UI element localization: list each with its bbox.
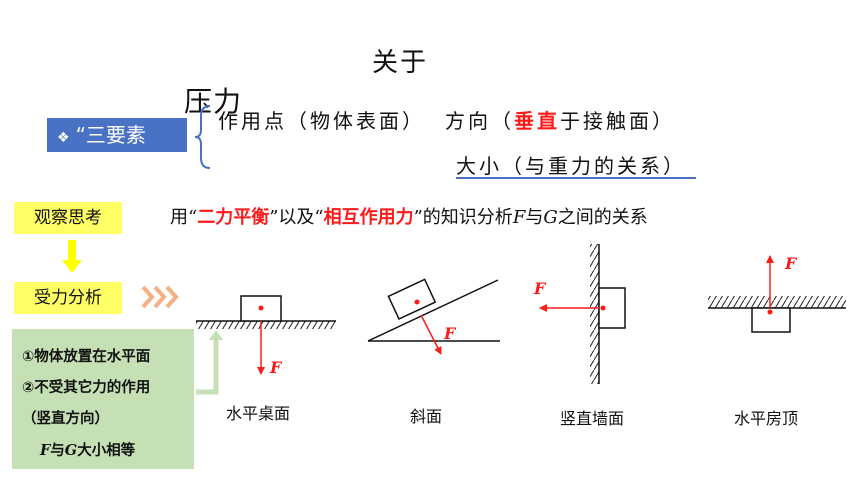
element-point: 作用点（物体表面） <box>218 109 425 133</box>
element-direction-prefix: 方向（ <box>445 109 514 133</box>
cond-with: 与 <box>50 443 65 459</box>
cond-var-g: G <box>64 442 78 459</box>
title-line-1: 关于 <box>372 48 429 78</box>
caption-incline: 斜面 <box>410 407 443 426</box>
element-size: 大小（与重力的关系） <box>456 154 686 178</box>
figure-vertical-wall: F <box>533 244 626 384</box>
condition-1: ①物体放置在水平面 <box>22 349 151 365</box>
force-label-2: F <box>443 324 457 343</box>
diamond-icon: ❖ <box>57 130 70 146</box>
title-line-2: 压力 <box>184 85 243 118</box>
curly-brace-icon <box>194 105 211 169</box>
desc-var-f: F <box>512 207 526 228</box>
observe-description: 用“二力平衡”以及“相互作用力”的知识分析F与G之间的关系 <box>170 203 648 229</box>
condition-3: （竖直方向） <box>22 411 109 427</box>
desc-suffix2: 之间的关系 <box>557 207 648 228</box>
badge-text: “三要素 <box>75 123 146 147</box>
connector-arrow-head <box>209 330 223 340</box>
figure-incline: F <box>367 278 500 355</box>
figure-horizontal-table: F <box>196 295 336 377</box>
force-analysis-label: 受力分析 <box>14 282 122 314</box>
desc-suffix1: ”的知识分析 <box>413 207 513 228</box>
conditions-box: ①物体放置在水平面 ②不受其它力的作用 （竖直方向） F与G大小相等 <box>12 329 194 469</box>
three-elements-badge: ❖ “三要素 <box>47 118 187 152</box>
size-underline <box>456 177 696 179</box>
figure-ceiling: F <box>708 254 846 333</box>
desc-var-g: G <box>543 207 558 228</box>
element-direction-emphasis: 垂直 <box>514 109 560 133</box>
element-point-and-direction: 作用点（物体表面） 方向（垂直于接触面） <box>218 105 675 134</box>
force-label-1: F <box>269 358 283 377</box>
caption-horizontal-table: 水平桌面 <box>226 404 291 423</box>
down-arrow-icon <box>62 240 82 273</box>
cond-var-f: F <box>40 442 51 459</box>
desc-prefix: 用“ <box>170 207 198 228</box>
force-label-4: F <box>784 254 798 273</box>
condition-4: F与G大小相等 <box>40 439 135 460</box>
desc-emph-interaction: 相互作用力 <box>323 207 414 228</box>
observe-think-label: 观察思考 <box>14 202 122 234</box>
desc-middle: ”以及“ <box>269 207 324 228</box>
condition-2: ②不受其它力的作用 <box>22 380 151 396</box>
desc-emph-balance: 二力平衡 <box>197 207 270 228</box>
desc-with: 与 <box>525 207 544 228</box>
chevron-arrows-icon <box>141 285 179 309</box>
caption-vertical-wall: 竖直墙面 <box>560 409 625 428</box>
caption-ceiling: 水平房顶 <box>734 409 799 428</box>
force-label-3: F <box>533 279 547 298</box>
cond-rest: 大小相等 <box>77 443 136 459</box>
connector-arrow <box>196 336 219 395</box>
element-direction-suffix: 于接触面） <box>560 109 675 133</box>
